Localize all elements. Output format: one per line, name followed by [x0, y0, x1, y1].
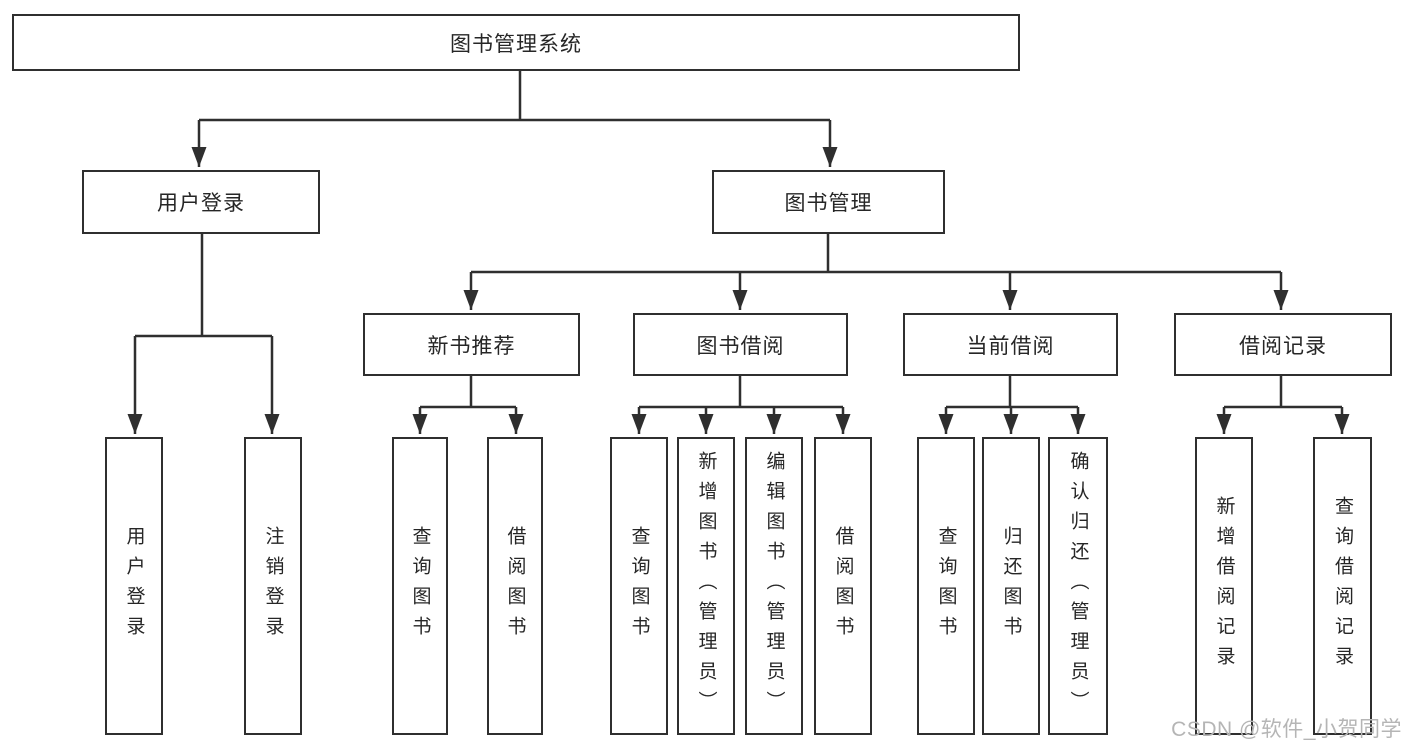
leaf-label: 确认归还（管理员）	[1067, 451, 1089, 721]
leaf-label: 查询借阅记录	[1332, 496, 1353, 676]
leaf-query-books-1: 查询图书	[392, 437, 448, 735]
leaf-add-books-admin: 新增图书（管理员）	[677, 437, 735, 735]
leaf-return-books: 归还图书	[982, 437, 1040, 735]
node-new-book-recommend: 新书推荐	[363, 313, 580, 376]
leaf-query-borrow-record: 查询借阅记录	[1313, 437, 1372, 735]
leaf-borrow-books-1: 借阅图书	[487, 437, 543, 735]
leaf-label: 新增图书（管理员）	[695, 451, 717, 721]
node-book-management: 图书管理	[712, 170, 945, 234]
leaf-label: 编辑图书（管理员）	[763, 451, 785, 721]
node-book-borrow: 图书借阅	[633, 313, 848, 376]
leaf-label: 归还图书	[1000, 526, 1022, 646]
leaf-label: 新增借阅记录	[1213, 496, 1235, 676]
node-user-login: 用户登录	[82, 170, 320, 234]
leaf-label: 查询图书	[409, 526, 431, 646]
node-borrow-records: 借阅记录	[1174, 313, 1392, 376]
leaf-label: 查询图书	[628, 526, 650, 646]
leaf-label: 查询图书	[935, 526, 957, 646]
leaf-add-borrow-record: 新增借阅记录	[1195, 437, 1253, 735]
leaf-label: 借阅图书	[832, 526, 854, 646]
leaf-query-books-2: 查询图书	[610, 437, 668, 735]
node-current-borrow: 当前借阅	[903, 313, 1118, 376]
leaf-borrow-books-2: 借阅图书	[814, 437, 872, 735]
leaf-user-login: 用户登录	[105, 437, 163, 735]
leaf-logout: 注销登录	[244, 437, 302, 735]
leaf-label: 借阅图书	[504, 526, 526, 646]
leaf-query-books-3: 查询图书	[917, 437, 975, 735]
leaf-edit-books-admin: 编辑图书（管理员）	[745, 437, 803, 735]
csdn-watermark: CSDN @软件_小贺同学	[1171, 718, 1402, 741]
leaf-label: 用户登录	[123, 526, 145, 646]
leaf-label: 注销登录	[262, 526, 284, 646]
node-library-system-root: 图书管理系统	[12, 14, 1020, 71]
leaf-confirm-return-admin: 确认归还（管理员）	[1048, 437, 1108, 735]
